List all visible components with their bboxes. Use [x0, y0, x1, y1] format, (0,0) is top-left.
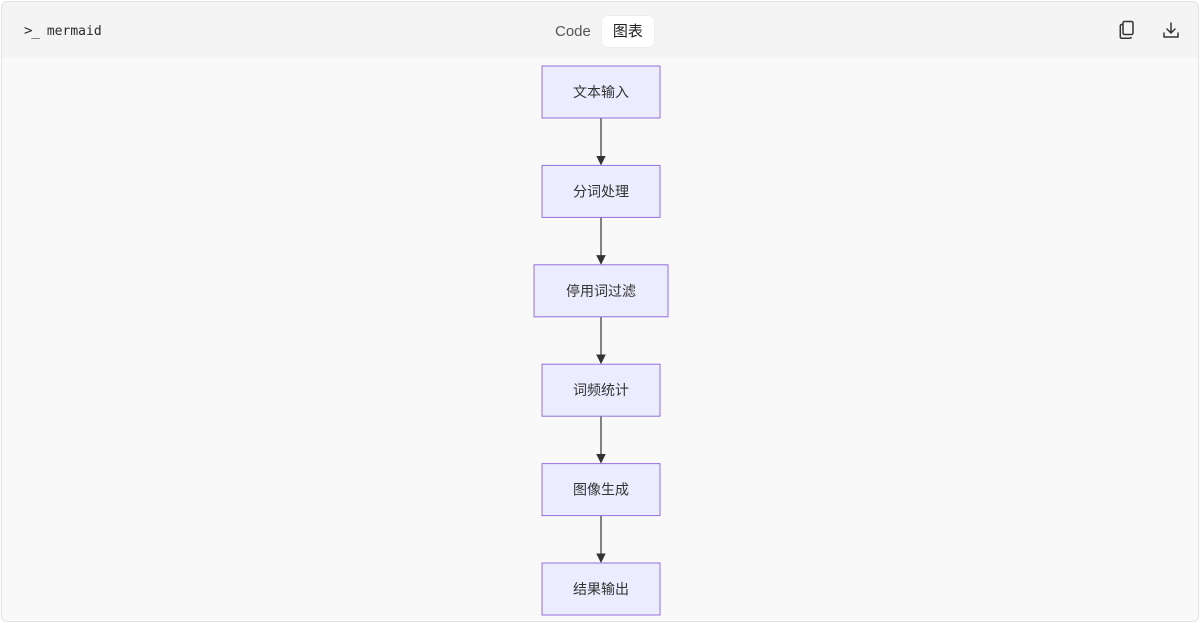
- download-button[interactable]: [1159, 18, 1183, 42]
- language-label: mermaid: [46, 23, 102, 39]
- flow-node: 词频统计: [541, 363, 661, 417]
- flow-node-label: 结果输出: [573, 582, 629, 598]
- terminal-prompt-icon: >_: [24, 23, 40, 39]
- flow-node: 文本输入: [541, 65, 661, 119]
- flow-node-label: 词频统计: [573, 383, 629, 399]
- copy-button[interactable]: [1116, 18, 1140, 42]
- language-indicator: >_ mermaid: [24, 23, 102, 39]
- flow-node-label: 图像生成: [573, 483, 629, 499]
- tab-code[interactable]: Code: [555, 23, 591, 40]
- code-block-toolbar: >_ mermaid Code 图表: [2, 2, 1198, 58]
- flow-node-box: [541, 65, 661, 119]
- flow-node-box: [541, 363, 661, 417]
- flow-node: 停用词过滤: [533, 264, 669, 318]
- view-tabs: Code 图表: [544, 16, 654, 47]
- copy-icon: [1119, 20, 1134, 39]
- flow-node-box: [541, 463, 661, 517]
- flow-node-box: [533, 264, 669, 318]
- flow-node-label: 文本输入: [573, 85, 629, 101]
- flow-node-box: [541, 562, 661, 616]
- flow-node-box: [541, 164, 661, 218]
- download-icon: [1163, 22, 1179, 38]
- flow-node: 结果输出: [541, 562, 661, 616]
- tab-diagram[interactable]: 图表: [601, 16, 654, 47]
- flow-node-label: 停用词过滤: [566, 283, 636, 300]
- flow-node-label: 分词处理: [573, 184, 629, 200]
- flow-node: 图像生成: [541, 463, 661, 517]
- flow-node: 分词处理: [541, 164, 661, 218]
